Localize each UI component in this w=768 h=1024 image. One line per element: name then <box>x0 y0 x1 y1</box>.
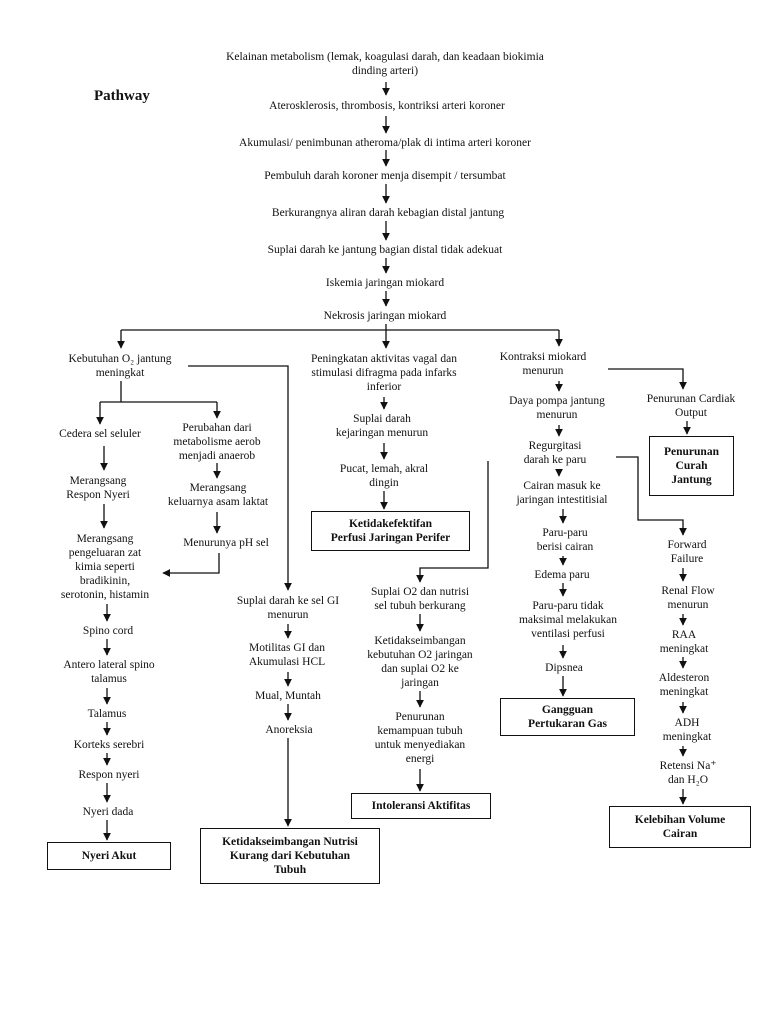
node-perubahan-metabolisme: Perubahan dari metabolisme aerob menjadi… <box>173 422 261 462</box>
node-adh: ADH meningkat <box>662 717 712 743</box>
node-respon-nyeri: Respon nyeri <box>78 769 140 781</box>
node-nyeri-dada: Nyeri dada <box>82 806 134 818</box>
node-suplai-jaringan-menurun: Suplai darah kejaringan menurun <box>335 413 429 439</box>
node-regurgitasi: Regurgitasi darah ke paru <box>523 440 587 466</box>
node-aterosklerosis: Aterosklerosis, thrombosis, kontriksi ar… <box>269 100 505 112</box>
node-suplai-gi: Suplai darah ke sel GI menurun <box>236 595 340 621</box>
connector-36 <box>416 461 489 583</box>
node-akumulasi-plak: Akumulasi/ penimbunan atheroma/plak di i… <box>239 137 531 149</box>
node-talamus: Talamus <box>87 708 127 720</box>
node-penurunan-cardiak-output: Penurunan Cardiak Output <box>646 393 736 419</box>
diagnosis-nyeri-akut: Nyeri Akut <box>47 842 171 870</box>
node-antero-lateral: Antero lateral spino talamus <box>63 659 155 685</box>
node-aliran-darah-berkurang: Berkurangnya aliran darah kebagian dista… <box>271 207 505 219</box>
node-spino-cord: Spino cord <box>82 625 134 637</box>
connector-28 <box>188 365 292 591</box>
connector-50 <box>616 456 687 536</box>
node-iskemia: Iskemia jaringan miokard <box>325 277 445 289</box>
node-pucat-lemah: Pucat, lemah, akral dingin <box>339 463 429 489</box>
node-aldesteron: Aldesteron meningkat <box>658 672 710 698</box>
node-pembuluh-darah-sempit: Pembuluh darah koroner menja disempit / … <box>264 170 506 182</box>
node-suplai-tidak-adekuat: Suplai darah ke jantung bagian distal ti… <box>267 244 503 256</box>
connector-27 <box>162 553 220 577</box>
diagnosis-ketidakseimbangan-nutrisi: Ketidakseimbangan Nutrisi Kurang dari Ke… <box>200 828 380 884</box>
node-paru-berisi-cairan: Paru-paru berisi cairan <box>536 527 594 553</box>
node-anoreksia: Anoreksia <box>265 724 313 736</box>
node-raa: RAA meningkat <box>659 629 709 655</box>
page-title: Pathway <box>94 88 150 104</box>
node-kontraksi-miokard: Kontraksi miokard menurun <box>499 351 587 377</box>
node-aktivitas-vagal: Peningkatan aktivitas vagal dan stimulas… <box>311 353 457 393</box>
node-kelainan-metabolism: Kelainan metabolism (lemak, koagulasi da… <box>226 51 544 77</box>
node-merangsang-respon-nyeri: Merangsang Respon Nyeri <box>66 475 130 501</box>
node-nekrosis: Nekrosis jaringan miokard <box>323 310 447 322</box>
node-edema-paru: Edema paru <box>534 569 590 581</box>
diagnosis-perfusi-jaringan: Ketidakefektifan Perfusi Jaringan Perife… <box>311 511 470 551</box>
node-renal-flow: Renal Flow menurun <box>661 585 715 611</box>
diagnosis-intoleransi-aktifitas: Intoleransi Aktifitas <box>351 793 491 819</box>
node-kebutuhan-o2: Kebutuhan O₂ jantung meningkat <box>68 353 172 379</box>
node-penurunan-energi: Penurunan kemampuan tubuh untuk menyedia… <box>374 711 466 765</box>
node-ketidakseimbangan-o2: Ketidakseimbangan kebutuhan O2 jaringan … <box>367 635 473 689</box>
node-asam-laktat: Merangsang keluarnya asam laktat <box>167 482 269 508</box>
node-pengeluaran-zat-kimia: Merangsang pengeluaran zat kimia seperti… <box>60 533 150 601</box>
diagnosis-pertukaran-gas: Gangguan Pertukaran Gas <box>500 698 635 736</box>
node-cairan-intestitisial: Cairan masuk ke jaringan intestitisial <box>516 480 608 506</box>
node-korteks-serebri: Korteks serebri <box>73 739 145 751</box>
node-retensi-na: Retensi Na⁺ dan H₂O <box>659 760 717 786</box>
diagnosis-curah-jantung: Penurunan Curah Jantung <box>649 436 734 496</box>
node-suplai-o2-nutrisi: Suplai O2 dan nutrisi sel tubuh berkuran… <box>370 586 470 612</box>
node-forward-failure: Forward Failure <box>667 539 707 565</box>
node-motilitas-gi: Motilitas GI dan Akumulasi HCL <box>248 642 326 668</box>
connector-48 <box>608 368 687 390</box>
node-dipsnea: Dipsnea <box>545 662 583 674</box>
node-cedera-sel: Cedera sel seluler <box>59 428 141 440</box>
node-mual-muntah: Mual, Muntah <box>255 690 321 702</box>
node-ventilasi-perfusi: Paru-paru tidak maksimal melakukan venti… <box>518 600 618 640</box>
node-ph-sel: Menurunya pH sel <box>183 537 269 549</box>
diagnosis-kelebihan-volume-cairan: Kelebihan Volume Cairan <box>609 806 751 848</box>
node-daya-pompa: Daya pompa jantung menurun <box>509 395 605 421</box>
